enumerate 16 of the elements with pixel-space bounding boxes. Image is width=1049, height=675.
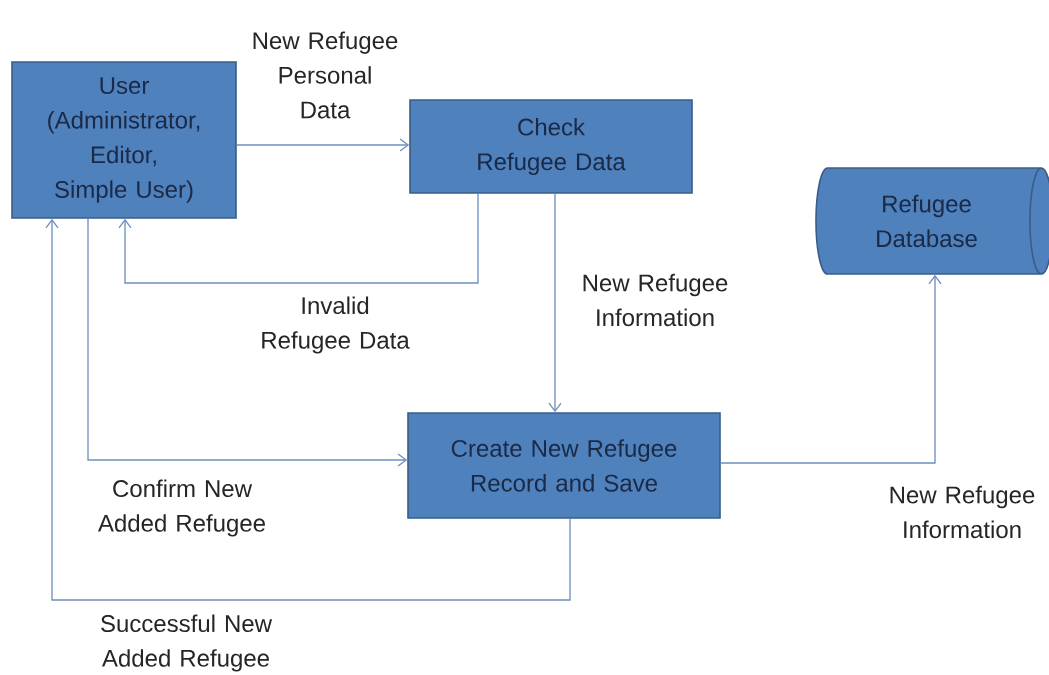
database-cylinder: Refugee Database (815, 167, 1049, 275)
edge-label: Successful New Added Refugee (96, 613, 276, 673)
edge-label: Confirm New Added Refugee (95, 478, 269, 538)
arrow (118, 193, 479, 284)
edge-label: New Refugee Information (579, 272, 731, 328)
arrow (720, 274, 942, 464)
arrow (548, 193, 562, 413)
process-box: User (Administrator, Editor, Simple User) (11, 61, 237, 219)
edge-label: New Refugee Information (886, 484, 1038, 540)
arrow (236, 138, 410, 152)
arrow (45, 218, 571, 601)
process-box: Create New Refugee Record and Save (407, 412, 721, 519)
edge-label: Invalid Refugee Data (257, 295, 413, 355)
edge-label: New Refugee Personal Data (249, 30, 401, 120)
process-box: Check Refugee Data (409, 99, 693, 194)
arrow (87, 218, 408, 467)
